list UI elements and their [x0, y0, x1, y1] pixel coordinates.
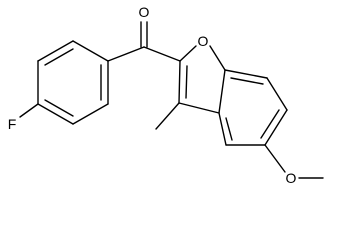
fluorine-label: F — [8, 116, 17, 132]
phenyl-bond-1 — [72, 40, 109, 62]
furan-bond-c3a-c3 — [178, 102, 220, 114]
ring-oxygen-label: O — [198, 33, 209, 49]
phenyl-inner-double-1 — [44, 48, 74, 66]
benzo-inner-double-2 — [260, 109, 280, 139]
phenyl-bond-4 — [37, 103, 74, 125]
benzo-bond-c6-c5 — [264, 109, 288, 146]
furan-inner-double — [185, 65, 188, 99]
bond-carbonyl-to-furan — [143, 46, 181, 62]
bond-to-fluorine — [19, 103, 39, 118]
benzo-bond-c4-c3a — [218, 112, 227, 146]
furan-bond-c3-c2 — [178, 60, 181, 104]
benzo-inner-double-1 — [230, 77, 264, 85]
furan-ring — [155, 45, 226, 130]
benzo-inner-double-3 — [225, 117, 233, 141]
bond-to-methyl — [155, 102, 180, 130]
bond-carbonyl-to-aryl — [107, 46, 145, 62]
carbonyl-group — [107, 21, 181, 62]
benzo-ring — [218, 69, 324, 179]
bond-to-methoxy-oxygen — [264, 144, 286, 173]
chemical-structure: O O F O — [8, 4, 324, 186]
phenyl-inner-double-2 — [44, 99, 74, 117]
fluorophenyl-ring — [19, 40, 109, 125]
furan-bond-c7a-c3a — [218, 69, 226, 114]
benzo-bond-c7-c6 — [266, 77, 288, 111]
benzo-bond-c7a-c7 — [224, 69, 268, 79]
furan-bond-c2-o1 — [179, 45, 197, 62]
phenyl-bond-2 — [37, 40, 74, 62]
phenyl-bond-5 — [72, 103, 109, 125]
carbonyl-oxygen-label: O — [139, 4, 150, 20]
methoxy-oxygen-label: O — [286, 170, 297, 186]
furan-bond-o1-c7a — [209, 45, 226, 71]
